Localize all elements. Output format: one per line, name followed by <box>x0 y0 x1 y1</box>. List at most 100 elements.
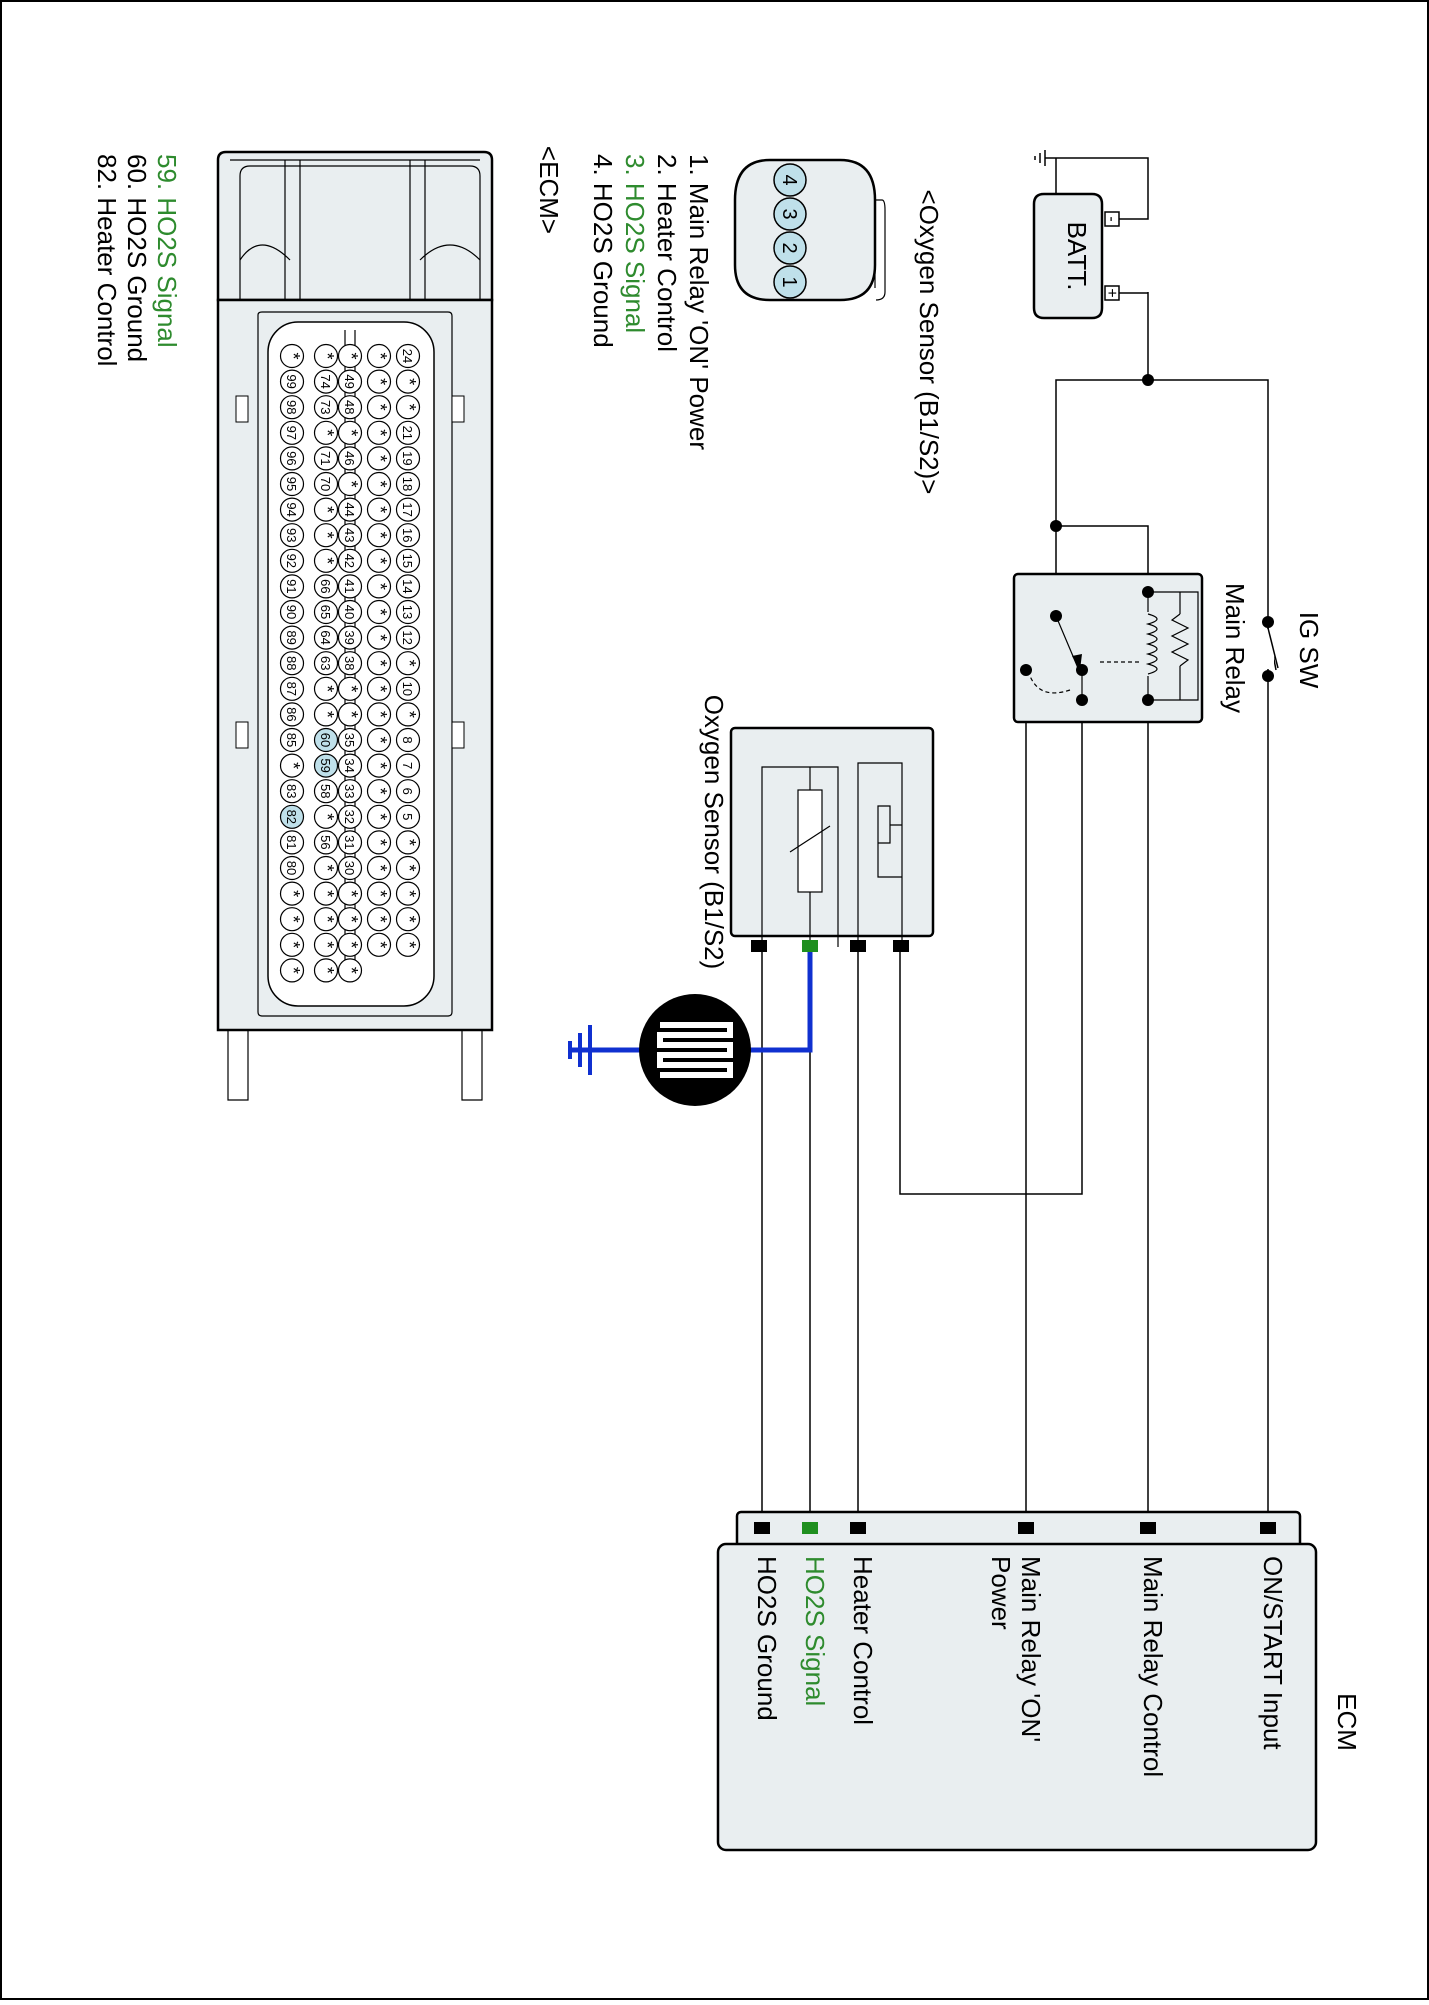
ecm-connector-pin-number: * <box>317 506 337 513</box>
ecm-connector-pin <box>279 804 305 829</box>
oxygen-sensor: Oxygen Sensor (B1/S2) <box>699 695 935 970</box>
ecm-connector-pin-number: * <box>370 429 390 436</box>
ecm-connector-view: <ECM> 24**211918171615141312*10*8765****… <box>92 146 564 1101</box>
ecm-connector-pin-number: * <box>370 839 390 846</box>
ecm-connector-pin <box>279 958 305 983</box>
ecm-connector-pin <box>313 779 339 804</box>
ecm-connector-pins: 24**211918171615141312*10*8765**********… <box>279 343 421 983</box>
battery-label: BATT. <box>1062 222 1092 291</box>
sensor-connector-pin <box>773 197 807 231</box>
ecm-connector-pin-number: 12 <box>400 630 415 644</box>
sensor-legend-item: 1. Main Relay 'ON' Power <box>684 154 714 450</box>
ecm-connector-pin <box>313 599 339 625</box>
ecm-connector-pin <box>395 395 421 420</box>
wiring-group <box>568 150 1269 1522</box>
ecm-connector-pin <box>279 523 305 548</box>
ecm-connector-pin-number: * <box>370 890 390 897</box>
ecm-connector-pin-number: 87 <box>284 682 299 696</box>
ecm-connector-pin <box>337 471 363 497</box>
ecm-connector-pin-number: * <box>317 941 337 948</box>
ecm-pin-label: Heater Control <box>848 1556 878 1725</box>
ecm-connector-pin <box>337 932 363 957</box>
sensor-connector-title: <Oxygen Sensor (B1/S2)> <box>914 190 944 495</box>
ecm-connector-pin-number: 83 <box>284 784 299 798</box>
ecm-connector-pin <box>337 907 363 932</box>
ecm-connector-pin <box>279 907 305 932</box>
ecm-connector-pin <box>395 523 421 548</box>
sensor-connector-pin-number: 3 <box>778 208 800 219</box>
ecm-connector-pin-number: 31 <box>342 835 357 849</box>
relay-resistor-icon <box>1170 613 1190 667</box>
ecm-title: ECM <box>1332 1693 1362 1751</box>
ecm-connector-pin <box>279 574 305 599</box>
ecm-connector-pin-number: * <box>370 583 390 590</box>
ecm-connector-pin-number: 18 <box>400 477 415 491</box>
ecm-connector-pin <box>366 497 392 522</box>
ecm-connector-pin-number: * <box>370 634 390 641</box>
ecm-connector-pin <box>366 881 392 906</box>
ecm-connector-pin <box>337 599 363 625</box>
ecm-connector-pin-number: * <box>370 480 390 487</box>
ecm-connector-pin <box>366 702 392 727</box>
ecm-connector-pin-number: * <box>399 404 419 411</box>
ecm-connector-pin-number: 7 <box>400 762 415 769</box>
ecm-connector-pin-number: 13 <box>400 605 415 619</box>
ecm-connector-pin <box>313 574 339 599</box>
relay-supply-wire <box>1055 379 1148 526</box>
ecm-connector-pin <box>395 881 421 906</box>
ecm-connector-pin-number: 21 <box>400 426 415 440</box>
ecm-connector-pin <box>366 932 392 957</box>
oxygen-sensor-label: Oxygen Sensor (B1/S2) <box>699 695 729 970</box>
ecm-connector-pin <box>366 420 392 445</box>
ecm-connector-pin-number: 41 <box>342 579 357 593</box>
ecm-connector-pin-number: 60 <box>318 733 333 747</box>
ecm-connector-pin-number: * <box>370 711 390 718</box>
ecm-connector-pin-number: * <box>370 813 390 820</box>
ecm-connector-pin-number: 32 <box>342 810 357 824</box>
ecm-connector-pin-number: * <box>317 685 337 692</box>
ecm-connector-pin-number: 35 <box>342 733 357 747</box>
ecm-legend-item: 82. Heater Control <box>92 154 122 366</box>
ecm-connector-pin-number: 71 <box>318 451 333 465</box>
ecm-connector-pin <box>395 676 421 701</box>
ecm-connector-pin <box>313 523 339 548</box>
chassis-ground-icon <box>1034 150 1046 166</box>
shield-symbol <box>639 994 751 1106</box>
heater-element-icon <box>857 762 903 947</box>
main-relay-label: Main Relay <box>1220 583 1250 713</box>
ecm-connector-pin <box>395 420 421 445</box>
ecm-connector-pin-number: * <box>399 916 419 923</box>
ecm-connector-pin-number: * <box>370 864 390 871</box>
ecm-connector-pin-number: * <box>283 890 303 897</box>
ecm-connector-pin-number: * <box>399 839 419 846</box>
ecm-connector-pin-number: * <box>317 429 337 436</box>
ecm-connector-pin <box>337 958 363 983</box>
ecm-connector-pin-number: * <box>370 352 390 359</box>
ecm-connector-pin-number: 44 <box>342 502 357 516</box>
ecm-connector-pin <box>337 420 363 445</box>
ecm-connector-pin-number: 38 <box>342 656 357 670</box>
ecm-connector-pin-number: 70 <box>318 477 333 491</box>
main-relay: Main Relay <box>1012 572 1250 724</box>
ecm-connector-pin <box>313 369 339 394</box>
oxygen-sensor-box <box>729 726 935 938</box>
ecm-connector-pin-number: 95 <box>284 477 299 491</box>
ecm-connector-pin <box>313 881 339 906</box>
ecm-connector-pin-number: * <box>370 532 390 539</box>
ecm-legend-item: 59. HO2S Signal <box>152 154 182 348</box>
ecm-connector-pin-number: * <box>317 967 337 974</box>
ecm-connector-pin-number: * <box>283 967 303 974</box>
ecm-connector-pin <box>395 702 421 727</box>
ecm-connector-pin-number: 33 <box>342 784 357 798</box>
ecm-connector-pin-number: * <box>399 941 419 948</box>
ecm-connector-pin-number: * <box>399 711 419 718</box>
ecm-connector-pin <box>395 497 421 522</box>
ecm-connector-pin-number: 15 <box>400 554 415 568</box>
ecm-connector-pin-number: 99 <box>284 374 299 388</box>
ecm-pin <box>754 1522 770 1534</box>
ecm-connector-pin <box>337 855 363 881</box>
ecm-connector-pin <box>366 395 392 420</box>
ecm-connector-pin <box>337 548 363 573</box>
